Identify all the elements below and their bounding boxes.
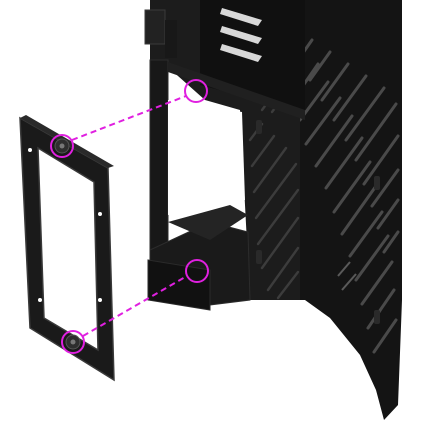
bracket-bottom-screw bbox=[65, 334, 81, 350]
bracket-top-screw bbox=[54, 138, 70, 154]
case-front-panel bbox=[290, 0, 402, 420]
highlight-bracket-top-screw bbox=[50, 134, 74, 158]
psu-bracket bbox=[19, 115, 115, 382]
front-panel-logo bbox=[337, 261, 357, 291]
bracket-holes bbox=[28, 148, 102, 302]
psu-shroud-top bbox=[168, 205, 248, 240]
highlight-bracket-bottom-screw bbox=[61, 330, 85, 354]
case-bottom-rear bbox=[147, 259, 211, 311]
drive-cage-slots bbox=[220, 8, 262, 62]
case-interior-wall bbox=[168, 100, 245, 215]
highlight-case-upper-hole bbox=[184, 79, 208, 103]
guide-line-top bbox=[71, 95, 187, 141]
cage-bracket bbox=[165, 20, 177, 58]
highlight-case-lower-hole bbox=[185, 259, 209, 283]
alignment-callouts bbox=[50, 79, 209, 354]
case-upper-rail bbox=[168, 62, 305, 120]
case-side-holes bbox=[256, 120, 380, 324]
guide-line-bottom bbox=[82, 275, 188, 337]
drive-cage-latch bbox=[144, 9, 166, 45]
pc-case bbox=[144, 0, 402, 420]
